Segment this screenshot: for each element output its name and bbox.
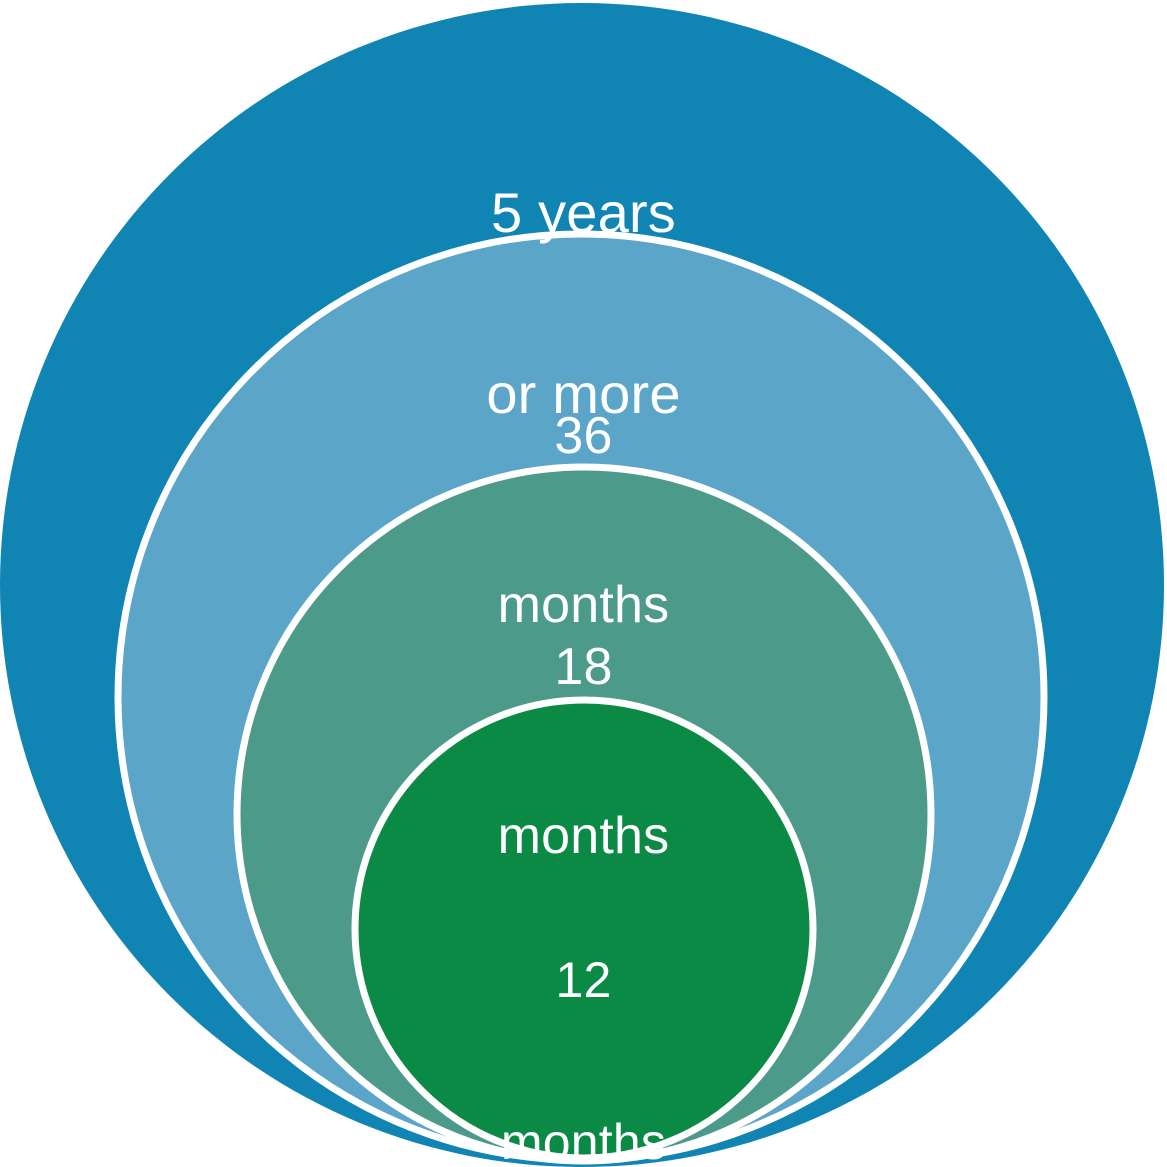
circle-12-months-active-panel[interactable] — [351, 696, 817, 1162]
